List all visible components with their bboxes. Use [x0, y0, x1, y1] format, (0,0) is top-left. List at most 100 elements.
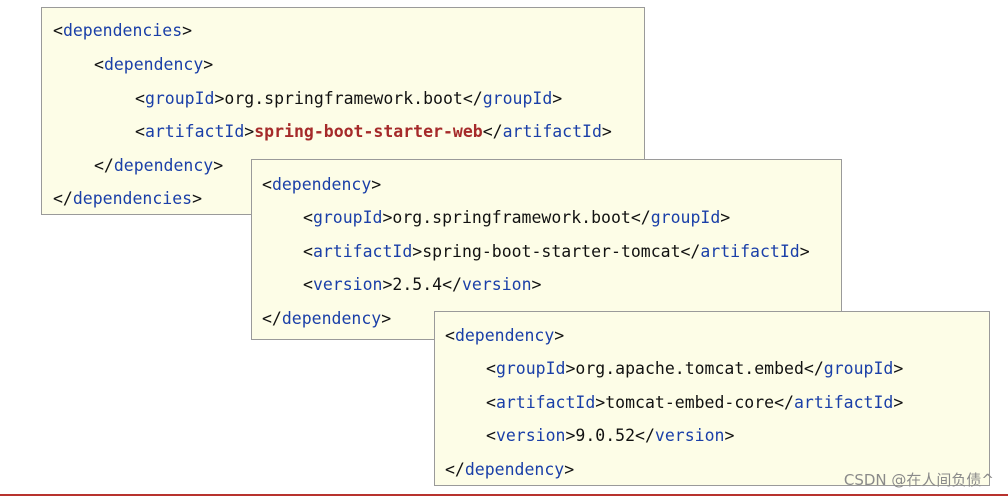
bottom-divider — [0, 494, 1008, 496]
close-bracket: > — [565, 359, 576, 378]
open-tag-name: artifactId — [495, 393, 596, 412]
element-value: spring-boot-starter-web — [254, 122, 483, 141]
open-bracket: < — [486, 393, 496, 412]
open-bracket: < — [53, 21, 63, 40]
code-line: </dependency> — [445, 460, 574, 480]
close-tag-name: dependency — [464, 460, 565, 479]
close-tag-name: version — [461, 275, 532, 294]
element-value: org.springframework.boot — [224, 89, 463, 108]
code-line: <artifactId>tomcat-embed-core</artifactI… — [486, 393, 903, 413]
open-bracket: < — [262, 175, 272, 194]
code-block-tomcat-embed-core: <dependency><groupId>org.apache.tomcat.e… — [434, 311, 990, 486]
open-tag-name: version — [495, 426, 566, 445]
open-end-bracket: </ — [803, 359, 824, 378]
close-bracket: > — [213, 156, 224, 175]
close-tag-name: groupId — [650, 208, 721, 227]
open-bracket: < — [445, 326, 455, 345]
close-tag-name: artifactId — [700, 242, 800, 261]
close-tag-name: artifactId — [793, 393, 894, 412]
close-bracket: > — [893, 359, 904, 378]
open-tag-name: artifactId — [312, 242, 413, 261]
open-end-bracket: </ — [445, 460, 465, 479]
element-value: org.springframework.boot — [392, 208, 631, 227]
code-block-tomcat-starter: <dependency><groupId>org.springframework… — [251, 159, 842, 340]
open-tag-name: groupId — [144, 89, 215, 108]
close-bracket: > — [382, 208, 393, 227]
watermark: CSDN @在人间负债^ — [843, 471, 994, 489]
close-bracket: > — [182, 21, 193, 40]
close-bracket: > — [531, 275, 542, 294]
close-bracket: > — [412, 242, 423, 261]
close-bracket: > — [893, 393, 904, 412]
open-end-bracket: </ — [94, 156, 114, 175]
code-line: </dependency> — [262, 309, 391, 329]
open-tag-name: dependency — [271, 175, 372, 194]
close-bracket: > — [799, 242, 810, 261]
open-tag-name: dependencies — [62, 21, 183, 40]
close-tag-name: groupId — [823, 359, 894, 378]
close-bracket: > — [244, 122, 255, 141]
code-line: <version>2.5.4</version> — [303, 275, 541, 295]
close-bracket: > — [192, 189, 203, 208]
open-bracket: < — [303, 242, 313, 261]
open-bracket: < — [486, 359, 496, 378]
close-tag-name: dependency — [281, 309, 382, 328]
close-bracket: > — [565, 426, 576, 445]
close-bracket: > — [203, 55, 214, 74]
open-bracket: < — [486, 426, 496, 445]
open-bracket: < — [94, 55, 104, 74]
open-tag-name: dependency — [103, 55, 204, 74]
open-end-bracket: </ — [774, 393, 794, 412]
code-line: <dependency> — [445, 326, 564, 346]
open-end-bracket: </ — [680, 242, 701, 261]
code-line: <artifactId>spring-boot-starter-web</art… — [135, 122, 612, 142]
open-tag-name: artifactId — [144, 122, 245, 141]
open-end-bracket: </ — [442, 275, 462, 294]
open-bracket: < — [135, 122, 145, 141]
close-bracket: > — [552, 89, 563, 108]
close-bracket: > — [601, 122, 612, 141]
code-line: </dependencies> — [53, 189, 202, 209]
open-end-bracket: </ — [482, 122, 503, 141]
close-bracket: > — [595, 393, 606, 412]
open-end-bracket: </ — [635, 426, 655, 445]
open-tag-name: groupId — [312, 208, 383, 227]
open-end-bracket: </ — [53, 189, 73, 208]
code-line: <dependency> — [262, 175, 381, 195]
open-bracket: < — [303, 208, 313, 227]
close-bracket: > — [381, 309, 392, 328]
close-tag-name: version — [654, 426, 725, 445]
close-bracket: > — [724, 426, 735, 445]
code-line: <version>9.0.52</version> — [486, 426, 734, 446]
open-bracket: < — [303, 275, 313, 294]
code-line: <groupId>org.springframework.boot</group… — [303, 208, 730, 228]
close-tag-name: dependencies — [72, 189, 193, 208]
open-tag-name: dependency — [454, 326, 555, 345]
code-line: <groupId>org.springframework.boot</group… — [135, 89, 562, 109]
open-tag-name: groupId — [495, 359, 566, 378]
open-end-bracket: </ — [262, 309, 282, 328]
close-bracket: > — [382, 275, 393, 294]
close-bracket: > — [214, 89, 225, 108]
open-tag-name: version — [312, 275, 383, 294]
element-value: 9.0.52 — [575, 426, 636, 445]
open-bracket: < — [135, 89, 145, 108]
code-line: <artifactId>spring-boot-starter-tomcat</… — [303, 242, 810, 262]
element-value: 2.5.4 — [392, 275, 443, 294]
close-bracket: > — [564, 460, 575, 479]
code-line: <dependencies> — [53, 21, 192, 41]
close-bracket: > — [554, 326, 565, 345]
code-line: </dependency> — [94, 156, 223, 176]
open-end-bracket: </ — [630, 208, 651, 227]
close-tag-name: groupId — [482, 89, 553, 108]
element-value: org.apache.tomcat.embed — [575, 359, 804, 378]
close-bracket: > — [371, 175, 382, 194]
open-end-bracket: </ — [462, 89, 483, 108]
element-value: tomcat-embed-core — [605, 393, 775, 412]
close-tag-name: dependency — [113, 156, 214, 175]
code-line: <groupId>org.apache.tomcat.embed</groupI… — [486, 359, 903, 379]
code-line: <dependency> — [94, 55, 213, 75]
close-bracket: > — [720, 208, 731, 227]
close-tag-name: artifactId — [502, 122, 602, 141]
element-value: spring-boot-starter-tomcat — [422, 242, 681, 261]
